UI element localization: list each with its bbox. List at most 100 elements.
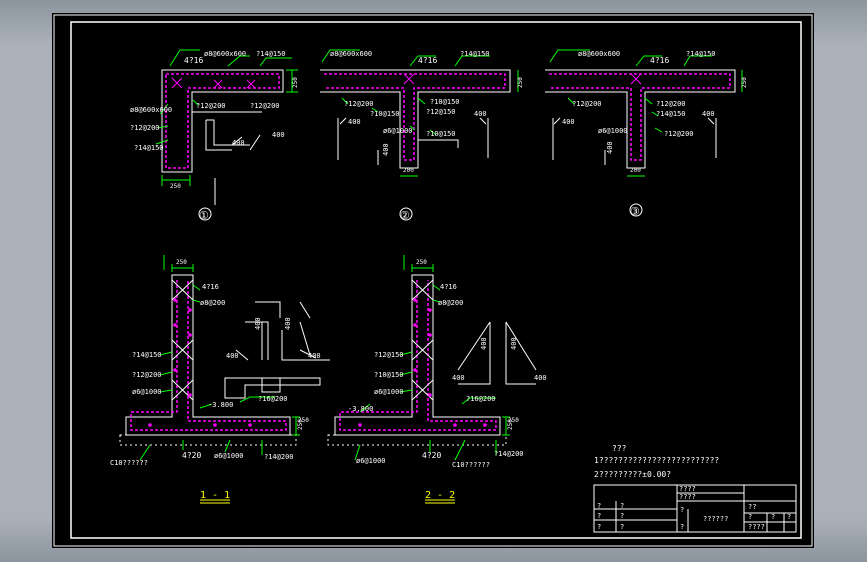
d1-label-a: 4?16 bbox=[184, 56, 203, 65]
title-block bbox=[593, 484, 797, 533]
d1-label-l: 250 bbox=[292, 77, 299, 88]
detail-2 bbox=[320, 49, 519, 221]
section-1-1 bbox=[119, 255, 330, 504]
s1-label-17: 400 bbox=[308, 352, 321, 360]
tb-cell-3: ? bbox=[597, 512, 601, 520]
tb-c4: ? bbox=[771, 513, 775, 521]
s2-label-8: 4?20 bbox=[422, 451, 441, 460]
s2-label-5: ø6@1000 bbox=[374, 388, 404, 396]
s2-label-13: 250 bbox=[508, 417, 519, 424]
d1-label-h: ?14@150 bbox=[134, 144, 164, 152]
tb-cell-7: ? bbox=[680, 506, 684, 514]
s1-label-7: ?16@200 bbox=[258, 395, 288, 403]
detail-marker-2: ② bbox=[400, 209, 410, 222]
s2-label-12: 250 bbox=[507, 419, 514, 430]
s1-label-16: 400 bbox=[226, 352, 239, 360]
tb-row-3: ?? bbox=[748, 503, 756, 511]
s2-label-14: 400 bbox=[480, 337, 488, 350]
s1-label-4: ?12@200 bbox=[132, 371, 162, 379]
tb-c5: ? bbox=[787, 513, 791, 521]
s2-label-6: -3.800 bbox=[348, 405, 373, 413]
s1-label-13: 250 bbox=[298, 417, 309, 424]
tb-cell-5: ? bbox=[597, 523, 601, 531]
s1-dim-top: 250 bbox=[176, 259, 187, 266]
notes-line-1: ??? bbox=[612, 444, 627, 453]
d2-label-g: ?12@150 bbox=[426, 108, 456, 116]
detail-marker-1: ① bbox=[199, 209, 209, 222]
s1-label-10: ?14@200 bbox=[264, 453, 294, 461]
d2-label-d: ?12@200 bbox=[344, 100, 374, 108]
s1-label-9: ø6@1000 bbox=[214, 452, 244, 460]
s1-label-5: ø6@1000 bbox=[132, 388, 162, 396]
d3-label-j: 400 bbox=[702, 110, 715, 118]
s1-label-3: ?14@150 bbox=[132, 351, 162, 359]
d2-label-k: 400 bbox=[474, 110, 487, 118]
s2-label-9: ø6@1000 bbox=[356, 457, 386, 465]
d2-label-n: 200 bbox=[403, 167, 414, 174]
s1-label-1: 4?16 bbox=[202, 283, 219, 291]
s2-label-11: C10?????? bbox=[452, 461, 490, 469]
notes-line-3: 2?????????±0.00? bbox=[594, 470, 671, 479]
rebar-dots bbox=[148, 298, 487, 427]
d1-label-e: ?12@200 bbox=[196, 102, 226, 110]
s1-label-11: C10?????? bbox=[110, 459, 148, 467]
tb-cell-2: ? bbox=[620, 502, 624, 510]
s2-label-15: 400 bbox=[510, 337, 518, 350]
d2-label-e: ?10@150 bbox=[430, 98, 460, 106]
d1-label-b: ø8@600x600 bbox=[204, 50, 246, 58]
s2-label-2: ø8@200 bbox=[438, 299, 463, 307]
tb-row-1: ???? bbox=[679, 485, 696, 493]
s1-label-6: -3.800 bbox=[208, 401, 233, 409]
d2-label-j: 400 bbox=[348, 118, 361, 126]
tb-cell-6: ? bbox=[620, 523, 624, 531]
d1-label-c: ?14@150 bbox=[256, 50, 286, 58]
d1-label-f: ?12@200 bbox=[130, 124, 160, 132]
detail-1 bbox=[155, 49, 298, 221]
d3-label-d: ?12@200 bbox=[572, 100, 602, 108]
d1-label-i: 400 bbox=[232, 139, 245, 147]
notes-line-2: 1????????????????????????? bbox=[594, 456, 719, 465]
d3-label-m: 200 bbox=[630, 167, 641, 174]
d2-label-i: ?10@150 bbox=[426, 130, 456, 138]
s2-label-4: ?10@150 bbox=[374, 371, 404, 379]
d1-label-k: 250 bbox=[170, 183, 181, 190]
section-1-title: 1 - 1 bbox=[200, 490, 230, 501]
s1-label-12: 250 bbox=[297, 419, 304, 430]
d1-label-j: 400 bbox=[272, 131, 285, 139]
s2-label-10: ?14@200 bbox=[494, 450, 524, 458]
d2-label-l: 400 bbox=[382, 143, 390, 156]
tb-c3: ???? bbox=[748, 523, 765, 531]
d2-label-b: 4?16 bbox=[418, 56, 437, 65]
section-2-title: 2 - 2 bbox=[425, 490, 455, 501]
tb-cell-1: ? bbox=[597, 502, 601, 510]
s2-label-1: 4?16 bbox=[440, 283, 457, 291]
s2-label-17: 400 bbox=[534, 374, 547, 382]
s2-label-3: ?12@150 bbox=[374, 351, 404, 359]
section-2-2 bbox=[327, 255, 537, 504]
sheet-outer-border bbox=[53, 14, 813, 547]
d3-label-e: ?12@200 bbox=[656, 100, 686, 108]
d1-label-g: ?12@200 bbox=[250, 102, 280, 110]
sheet-inner-border bbox=[70, 21, 802, 539]
s1-label-8: 4?20 bbox=[182, 451, 201, 460]
d3-label-f: ?14@150 bbox=[656, 110, 686, 118]
s1-label-2: ø8@200 bbox=[200, 299, 225, 307]
d3-label-i: 400 bbox=[562, 118, 575, 126]
tb-c2: ? bbox=[748, 513, 752, 521]
d1-label-d: ø8@600x600 bbox=[130, 106, 172, 114]
tb-c1: ? bbox=[680, 523, 684, 531]
s1-label-15: 400 bbox=[284, 317, 292, 330]
detail-marker-3: ③ bbox=[630, 205, 640, 218]
s1-label-14: 400 bbox=[254, 317, 262, 330]
tb-drawing-name: ?????? bbox=[703, 515, 728, 523]
d2-label-c: ?14@150 bbox=[460, 50, 490, 58]
d2-label-h: ø6@1000 bbox=[383, 127, 413, 135]
d3-label-c: ?14@150 bbox=[686, 50, 716, 58]
detail-3 bbox=[545, 49, 743, 217]
d3-label-g: ø6@1000 bbox=[598, 127, 628, 135]
d3-label-k: 400 bbox=[606, 141, 614, 154]
tb-row-2: ???? bbox=[679, 493, 696, 501]
s2-label-7: ?16@200 bbox=[466, 395, 496, 403]
s2-dim-top: 250 bbox=[416, 259, 427, 266]
